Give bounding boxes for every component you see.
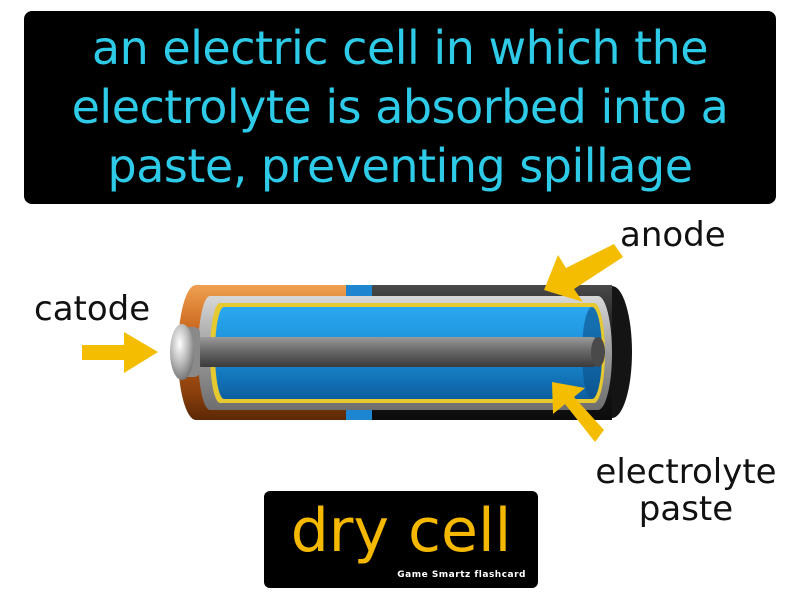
- brand-label: Game Smartz flashcard: [397, 570, 526, 580]
- definition-box: an electric cell in which the electrolyt…: [24, 11, 776, 204]
- carbon-rod: [196, 337, 598, 367]
- rod-end: [591, 337, 605, 367]
- anode-label: anode: [620, 215, 726, 255]
- definition-text: an electric cell in which the electrolyt…: [71, 21, 729, 193]
- terminal-cap: [170, 324, 194, 380]
- catode-label: catode: [34, 289, 151, 329]
- casing-band-bottom: [346, 407, 372, 420]
- term-title: dry cell: [290, 496, 512, 566]
- electrolyte-paste-label: electrolyte paste: [595, 452, 777, 529]
- term-box: dry cell Game Smartz flashcard: [264, 491, 538, 588]
- casing-band: [346, 285, 372, 299]
- arrow-icon: [544, 244, 623, 302]
- arrow-icon: [552, 382, 604, 442]
- arrow-icon: [82, 332, 158, 373]
